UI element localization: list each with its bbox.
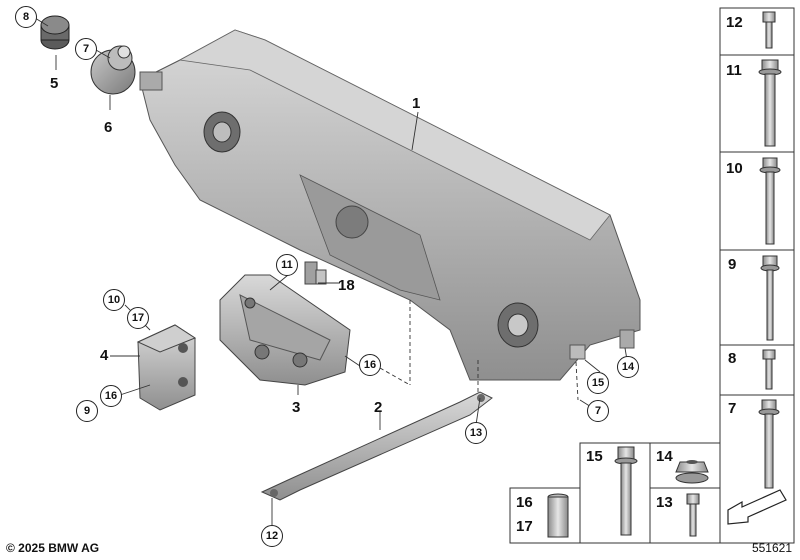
grid-label-17: 17 xyxy=(516,518,533,535)
callout-17: 17 xyxy=(127,307,149,329)
callout-16-left: 16 xyxy=(100,385,122,407)
callout-11: 11 xyxy=(276,254,298,276)
bolt-9 xyxy=(760,255,780,341)
diagram-number: 551621 xyxy=(751,541,792,555)
grid-label-9: 9 xyxy=(728,256,737,273)
grid-label-8: 8 xyxy=(728,350,737,367)
callout-12: 12 xyxy=(261,525,283,547)
grid-label-16: 16 xyxy=(516,494,533,511)
callout-10: 10 xyxy=(103,289,125,311)
callout-6: 6 xyxy=(104,119,113,136)
sleeve-16-17 xyxy=(547,493,569,538)
grid-label-11: 11 xyxy=(726,62,742,79)
callout-1: 1 xyxy=(412,95,421,112)
bolt-7 xyxy=(758,399,780,489)
copyright-notice: © 2025 BMW AG xyxy=(6,541,100,555)
bracket-part-3 xyxy=(219,274,351,386)
rubber-mount-part xyxy=(40,15,70,50)
subframe-part xyxy=(139,29,641,381)
callout-15: 15 xyxy=(587,372,609,394)
bolt-12 xyxy=(762,11,776,49)
callout-9: 9 xyxy=(76,400,98,422)
callout-2: 2 xyxy=(374,399,383,416)
callout-13: 13 xyxy=(465,422,487,444)
bolt-15 xyxy=(614,446,638,536)
grid-label-14: 14 xyxy=(656,448,673,465)
bolt-10 xyxy=(759,157,781,245)
callout-5: 5 xyxy=(50,75,59,92)
direction-arrow-icon xyxy=(727,489,787,525)
callout-7-bottom: 7 xyxy=(587,400,609,422)
bolt-13 xyxy=(686,493,700,537)
cap-washer-part xyxy=(90,45,136,95)
grid-label-13: 13 xyxy=(656,494,673,511)
strut-brace-part-2 xyxy=(260,391,493,501)
bolt-8 xyxy=(762,349,776,390)
mount-part-4 xyxy=(136,324,197,411)
grid-label-15: 15 xyxy=(586,448,603,465)
callout-3: 3 xyxy=(292,399,301,416)
grid-label-12: 12 xyxy=(726,14,743,31)
clip-part-18 xyxy=(304,261,327,285)
bolt-11 xyxy=(758,59,782,147)
grid-label-7: 7 xyxy=(728,400,737,417)
callout-14: 14 xyxy=(617,356,639,378)
parts-grid xyxy=(509,7,795,544)
nut-14 xyxy=(675,460,709,484)
callout-4: 4 xyxy=(100,347,109,364)
callout-16-center: 16 xyxy=(359,354,381,376)
callout-8: 8 xyxy=(15,6,37,28)
callout-7-top: 7 xyxy=(75,38,97,60)
grid-label-10: 10 xyxy=(726,160,743,177)
callout-18: 18 xyxy=(338,277,355,294)
